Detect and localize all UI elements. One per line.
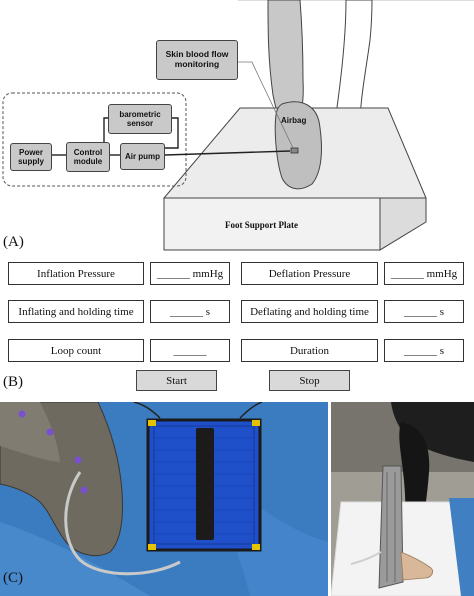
- stop-button[interactable]: Stop: [269, 370, 350, 391]
- duration-field[interactable]: ______ s: [384, 339, 464, 362]
- panel-label-b: (B): [3, 374, 23, 390]
- deflating-holding-time-label: Deflating and holding time: [241, 300, 378, 323]
- plate-label: Foot Support Plate: [225, 220, 298, 230]
- control-box-handle: [196, 428, 214, 540]
- foot: [400, 551, 433, 581]
- photo-c-right-drawing: [331, 402, 474, 596]
- diagram-a-drawing: [2, 0, 474, 251]
- inflation-pressure-label: Inflation Pressure: [8, 262, 144, 285]
- inflation-pressure-field[interactable]: ______ mmHg: [150, 262, 230, 285]
- power-supply-box: Power supply: [10, 143, 52, 171]
- photo-c-right: [331, 402, 474, 596]
- panel-label-c: (C): [3, 570, 23, 586]
- airbag-shape: [274, 101, 322, 190]
- airbag-label: Airbag: [281, 116, 307, 125]
- start-button[interactable]: Start: [136, 370, 217, 391]
- airbag-sensor: [290, 147, 299, 154]
- inflating-holding-time-label: Inflating and holding time: [8, 300, 144, 323]
- control-group-box: [2, 92, 187, 187]
- loop-count-label: Loop count: [8, 339, 144, 362]
- deflation-pressure-label: Deflation Pressure: [241, 262, 378, 285]
- photo-c-left-drawing: [0, 402, 328, 596]
- panel-label-a: (A): [3, 234, 24, 250]
- barometric-sensor-box: barometric sensor: [108, 104, 172, 134]
- inflating-holding-time-field[interactable]: ______ s: [150, 300, 230, 323]
- deflating-holding-time-field[interactable]: ______ s: [384, 300, 464, 323]
- skin-blood-flow-box: Skin blood flow monitoring: [156, 40, 238, 80]
- air-tube: [64, 471, 181, 576]
- metal-boot: [378, 465, 404, 589]
- control-panel-b: Inflation Pressure ______ mmHg Deflation…: [0, 252, 474, 398]
- deflation-pressure-field[interactable]: ______ mmHg: [384, 262, 464, 285]
- diagram-a: Skin blood flow monitoring barometric se…: [0, 0, 474, 252]
- loop-count-field[interactable]: ______: [150, 339, 230, 362]
- air-pump-box: Air pump: [120, 143, 165, 170]
- photo-c-left: (C): [0, 402, 328, 596]
- duration-label: Duration: [241, 339, 378, 362]
- control-module-box: Control module: [66, 142, 110, 172]
- plate-side: [379, 197, 427, 251]
